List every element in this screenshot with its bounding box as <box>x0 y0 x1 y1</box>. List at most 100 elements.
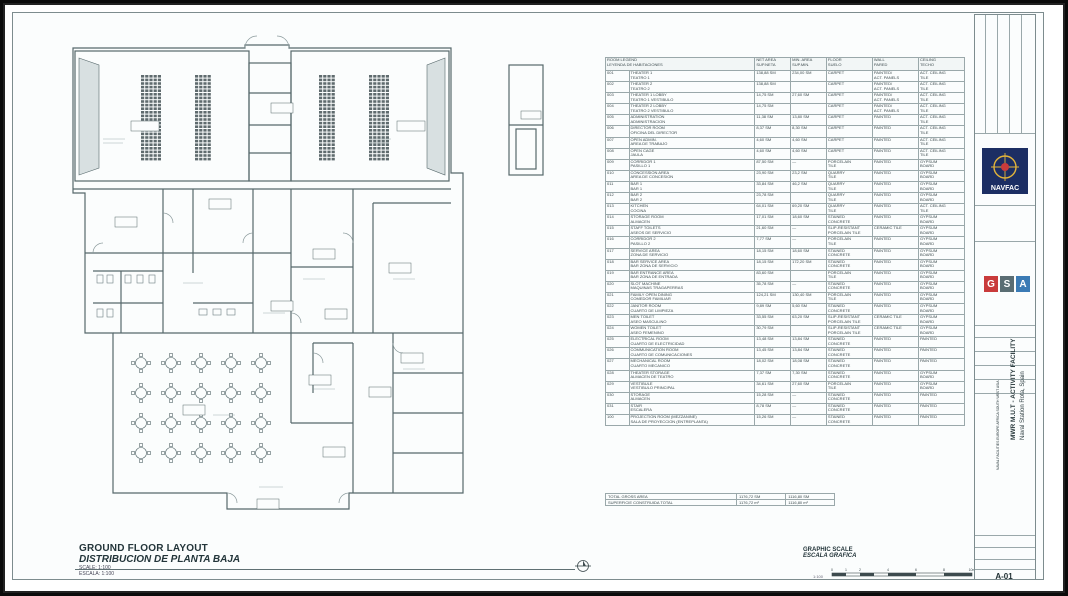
legend-cell-room-name: CORRIDOR 1 PASILLO 1 <box>628 158 756 171</box>
dining-chair <box>229 399 233 403</box>
dining-chair <box>139 459 143 463</box>
legend-cell-ceiling: PAINTED <box>917 402 966 415</box>
legend-cell-room-number: 021 <box>605 291 630 304</box>
seat <box>149 85 153 89</box>
legend-cell-room-name: WOMEN TOILET ASEO FEMENINO <box>628 325 756 338</box>
seat <box>323 93 327 96</box>
seat <box>145 103 149 107</box>
seat <box>319 85 323 89</box>
seat <box>141 114 145 118</box>
seat <box>385 114 389 118</box>
seat <box>331 143 335 146</box>
legend-cell-floor: PORCELAIN TILE <box>825 269 873 282</box>
seat <box>153 157 157 161</box>
seat <box>157 129 161 132</box>
seat <box>157 100 161 103</box>
seat <box>381 114 385 118</box>
seat <box>153 118 157 121</box>
seat <box>377 82 381 85</box>
seat <box>141 111 145 114</box>
dining-chair <box>267 391 271 395</box>
legend-cell-room-name: CORRIDOR 2 PASILLO 2 <box>628 236 756 249</box>
seat <box>153 96 157 100</box>
floor-plan <box>72 35 544 510</box>
seat <box>381 143 385 146</box>
dining-table <box>165 417 177 429</box>
dining-chair <box>229 369 233 373</box>
seat <box>203 96 207 100</box>
legend-cell-wall: CERAMIC TILE <box>871 225 919 238</box>
legend-cell-wall: PAINTED <box>871 214 919 227</box>
legend-cell-net-area: 15,28 SM <box>754 391 792 404</box>
seat <box>207 154 211 157</box>
seat <box>323 143 327 146</box>
seat <box>381 93 385 96</box>
seat <box>327 93 331 96</box>
seat <box>319 132 323 136</box>
seat <box>203 82 207 85</box>
seat <box>323 121 327 125</box>
graphic-scale-title-en: GRAPHIC SCALE <box>803 547 853 553</box>
seat <box>385 75 389 78</box>
dining-chair <box>237 391 241 395</box>
seat <box>203 103 207 107</box>
seat <box>195 125 199 128</box>
dining-chair <box>267 421 271 425</box>
seat <box>141 118 145 121</box>
seat <box>195 93 199 96</box>
seat <box>149 150 153 154</box>
dining-chair <box>259 383 263 387</box>
legend-cell-floor: CARPET <box>825 114 873 127</box>
graphic-scale-title-es: ESCALA GRAFICA <box>803 553 857 559</box>
seat <box>195 132 199 136</box>
dining-chair <box>169 369 173 373</box>
legend-cell-min-area: 18,60 SM <box>790 214 827 227</box>
title-underline <box>75 569 575 570</box>
legend-cell-net-area: 30,79 SM <box>754 325 792 338</box>
seat <box>369 82 373 85</box>
seat <box>369 129 373 132</box>
dining-chair <box>169 383 173 387</box>
seat <box>327 139 331 143</box>
seat <box>331 132 335 136</box>
graphic-scale-ratio: 1:100 <box>813 574 824 579</box>
seat <box>369 96 373 100</box>
seat <box>323 136 327 139</box>
seat <box>385 96 389 100</box>
dining-chair <box>147 391 151 395</box>
seat <box>207 111 211 114</box>
seat <box>385 85 389 89</box>
seat <box>377 96 381 100</box>
seat <box>145 82 149 85</box>
seat <box>385 93 389 96</box>
seat <box>207 89 211 92</box>
seat <box>373 139 377 143</box>
seat <box>327 129 331 132</box>
legend-cell-wall: PAINTED <box>871 291 919 304</box>
seat <box>199 118 203 121</box>
seat <box>153 82 157 85</box>
legend-cell-room-name: MEN TOILET ASEO MASCULINO <box>628 314 756 327</box>
seat <box>331 85 335 89</box>
seat <box>145 107 149 110</box>
seat <box>207 147 211 150</box>
legend-cell-net-area: 33,55 SM <box>754 314 792 327</box>
legend-cell-room-name: MECHANICAL ROOM CUARTO MECANICO <box>628 358 756 371</box>
seat <box>157 139 161 143</box>
legend-cell-floor: STAINED CONCRETE <box>825 347 873 360</box>
legend-cell-ceiling: GYPSUM BOARD <box>917 325 966 338</box>
legend-cell-min-area: 5,60 SM <box>790 302 827 316</box>
legend-cell-ceiling: GYPSUM BOARD <box>917 258 966 271</box>
dining-chair <box>191 391 195 395</box>
seat <box>327 96 331 100</box>
seat <box>331 78 335 82</box>
dining-chair <box>169 429 173 433</box>
seat <box>141 100 145 103</box>
seat <box>377 150 381 154</box>
seat <box>385 111 389 114</box>
legend-cell-net-area: 124,21 SM <box>754 291 792 304</box>
seat <box>369 75 373 78</box>
